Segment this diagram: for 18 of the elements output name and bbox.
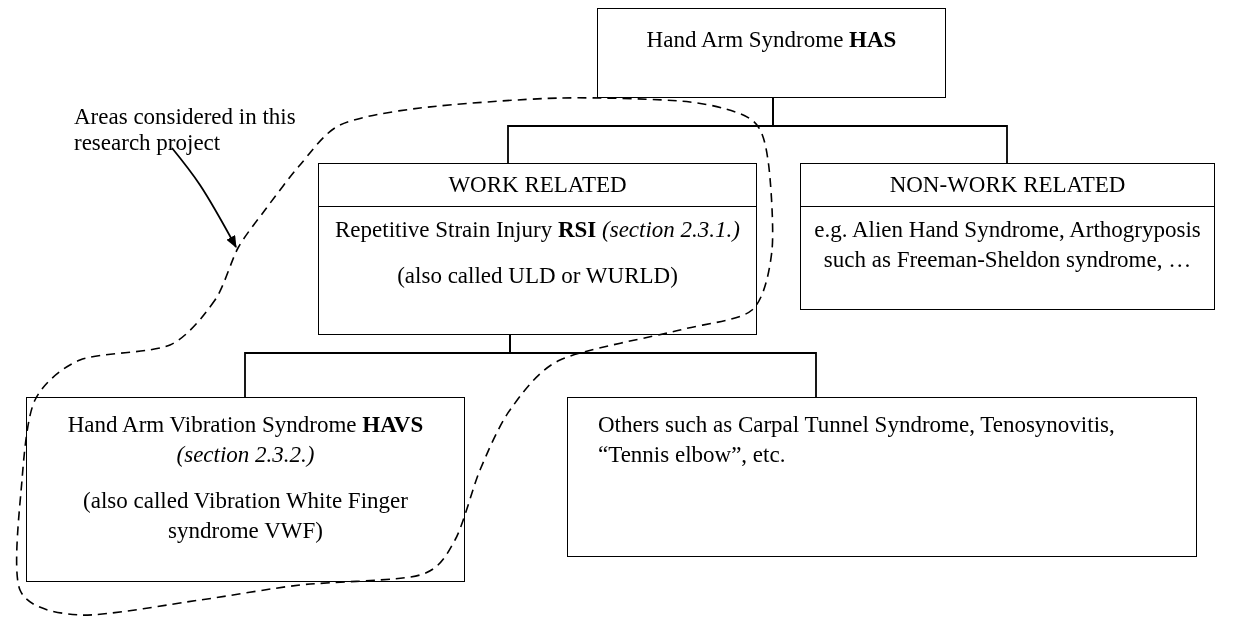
box-text: Others such as Carpal Tunnel Syndrome, Tenosynovitis, “Tennis elbow”, etc.: [597, 411, 1116, 469]
connector-line: [509, 334, 817, 398]
box-text: Hand Arm Syndrome HAS: [645, 26, 898, 54]
box-heading: NON-WORK RELATED: [801, 164, 1214, 207]
box-heading: WORK RELATED: [319, 164, 756, 207]
leader-arrow: [171, 147, 237, 248]
category-box: [567, 397, 1197, 557]
box-text: Hand Arm Vibration Syndrome HAVS (section 2.3.2.): [66, 411, 425, 469]
annotation-text: Areas considered in this research project: [73, 103, 297, 158]
box-text: (also called Vibration White Finger syndrome VWF): [82, 486, 409, 545]
category-box: [597, 8, 946, 98]
box-text: Repetitive Strain Injury RSI (section 2.3.1.): [334, 215, 741, 244]
category-box: [318, 163, 757, 335]
connector-line: [772, 97, 1008, 164]
category-box: [26, 397, 465, 582]
box-text: (also called ULD or WURLD): [396, 261, 679, 290]
category-box: [800, 163, 1215, 310]
box-text: e.g. Alien Hand Syndrome, Arthogryposis such as Freeman-Sheldon syndrome, …: [813, 215, 1202, 274]
